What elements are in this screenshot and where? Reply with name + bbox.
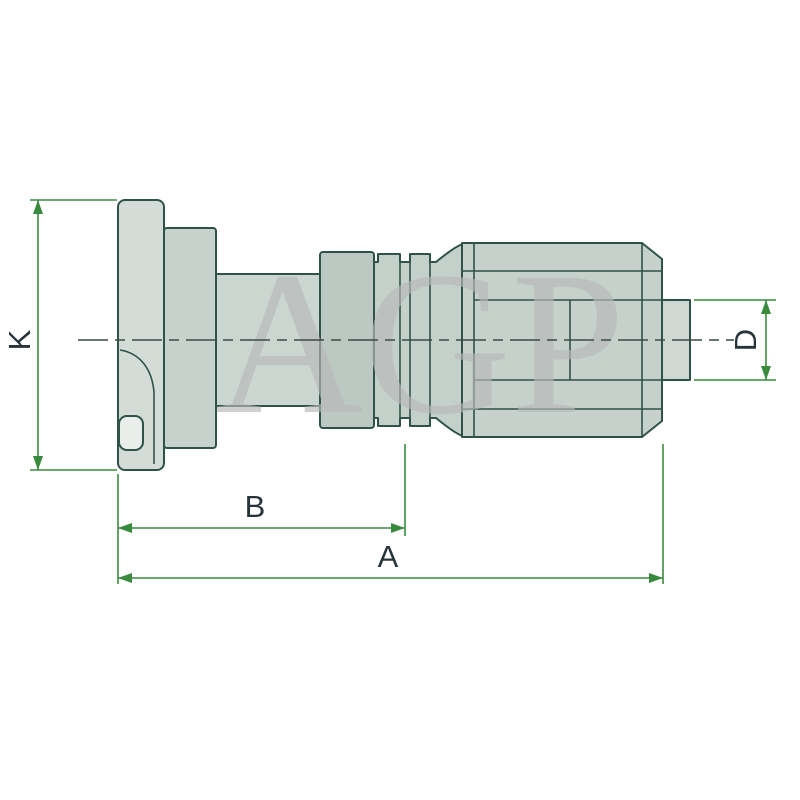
dimension-label-B: B [245,489,266,524]
flange-slot [118,415,144,451]
dimension-label-A: A [378,539,399,574]
dimension-B: B [117,444,406,584]
dimension-label-D: D [728,329,763,351]
dimension-A: A [118,444,664,584]
dimension-D: D [694,299,776,381]
dimension-label-K: K [2,329,37,350]
flange-profile-curve [119,349,155,464]
flange-back-plate [163,227,217,449]
dimension-K: K [2,199,117,471]
watermark-text: AGP [215,230,625,457]
